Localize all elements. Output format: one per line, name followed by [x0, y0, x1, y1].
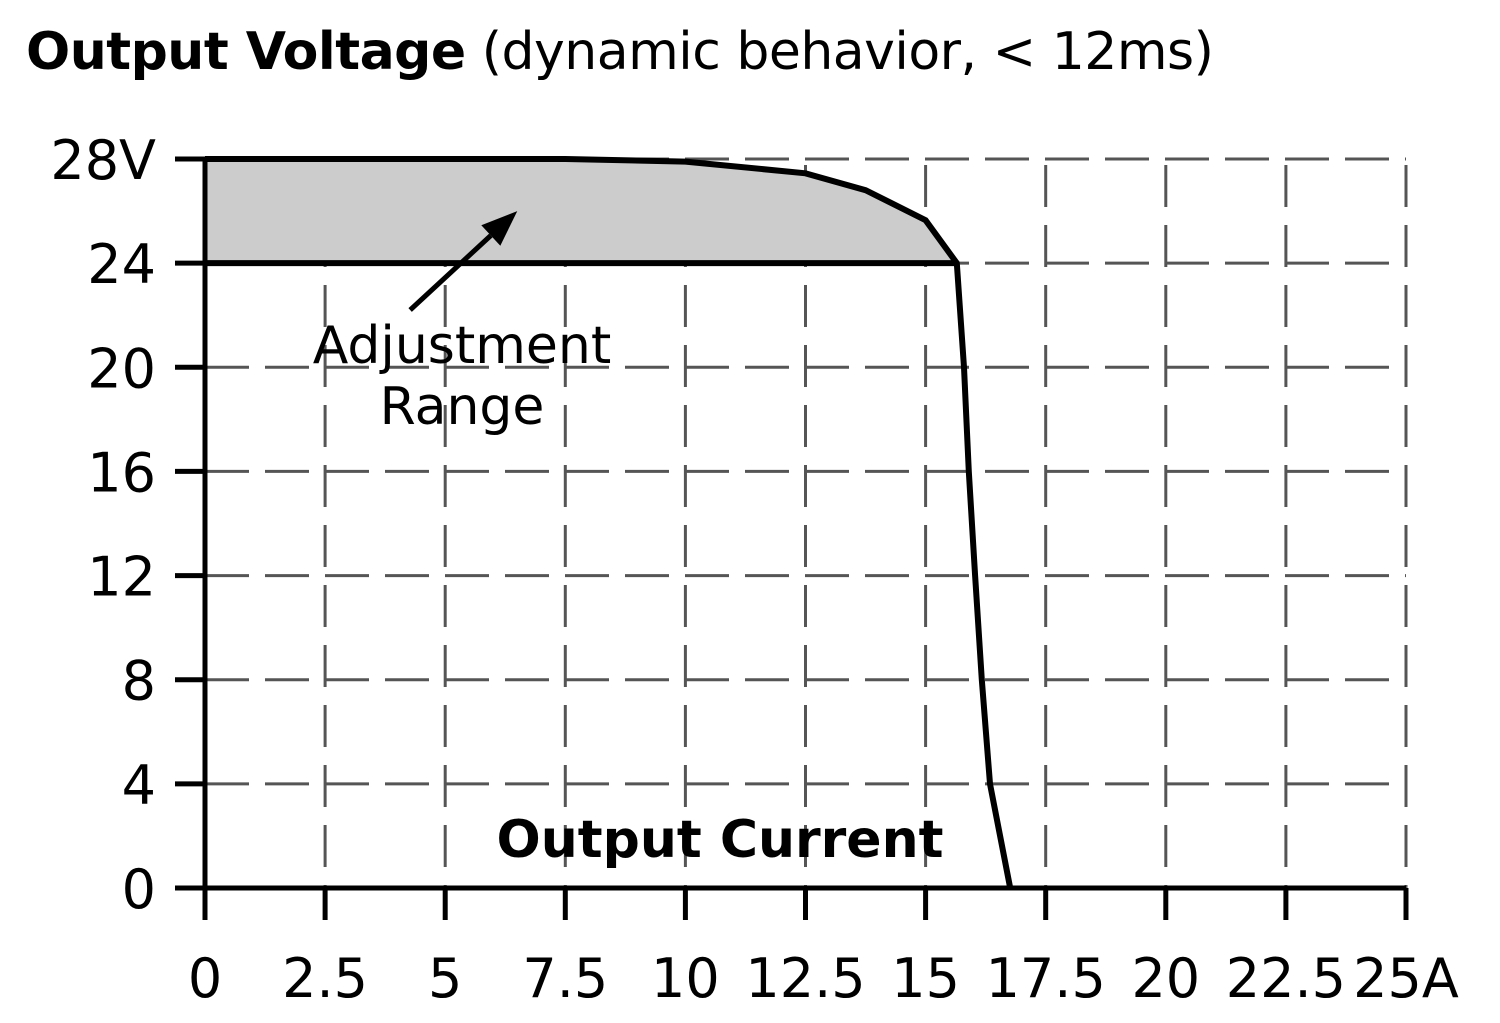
x-tick-label: 12.5 [745, 947, 865, 1010]
grid [205, 157, 1408, 888]
annotation-line-2: Range [380, 377, 545, 437]
output-voltage-curve [205, 260, 1014, 889]
annotation-line-1: Adjustment [313, 316, 612, 376]
x-tick-label: 25A [1353, 947, 1459, 1010]
y-tick-label: 16 [87, 441, 156, 504]
title-main: Output Voltage [26, 22, 466, 82]
y-tick-label: 4 [122, 754, 156, 817]
upper-voltage-curve [205, 156, 960, 265]
adjustment-range-area [205, 159, 957, 264]
y-tick-label: 28V [50, 129, 156, 192]
title-subtitle: (dynamic behavior, < 12ms) [481, 22, 1214, 82]
y-tick-label: 12 [87, 546, 156, 609]
x-tick-label: 5 [428, 947, 462, 1010]
arrow-head-icon [481, 211, 518, 246]
y-tick-labels: 28V 24 20 16 12 8 4 0 [50, 129, 156, 921]
axes [175, 156, 1409, 920]
x-tick-label: 10 [651, 947, 720, 1010]
x-tick-label: 7.5 [522, 947, 608, 1010]
y-tick-label: 0 [122, 858, 156, 921]
y-tick-label: 20 [87, 337, 156, 400]
x-tick-label: 2.5 [282, 947, 368, 1010]
x-tick-label: 17.5 [986, 947, 1106, 1010]
x-tick-label: 15 [891, 947, 960, 1010]
y-tick-label: 24 [87, 233, 156, 296]
chart-title: Output Voltage (dynamic behavior, < 12ms… [26, 22, 1214, 82]
x-tick-label: 0 [188, 947, 222, 1010]
x-tick-label: 20 [1131, 947, 1200, 1010]
y-tick-label: 8 [122, 650, 156, 713]
arrow-shaft [408, 233, 493, 312]
x-tick-label: 22.5 [1226, 947, 1346, 1010]
annotation-arrow [408, 211, 518, 312]
x-axis-label: Output Current [497, 810, 944, 870]
